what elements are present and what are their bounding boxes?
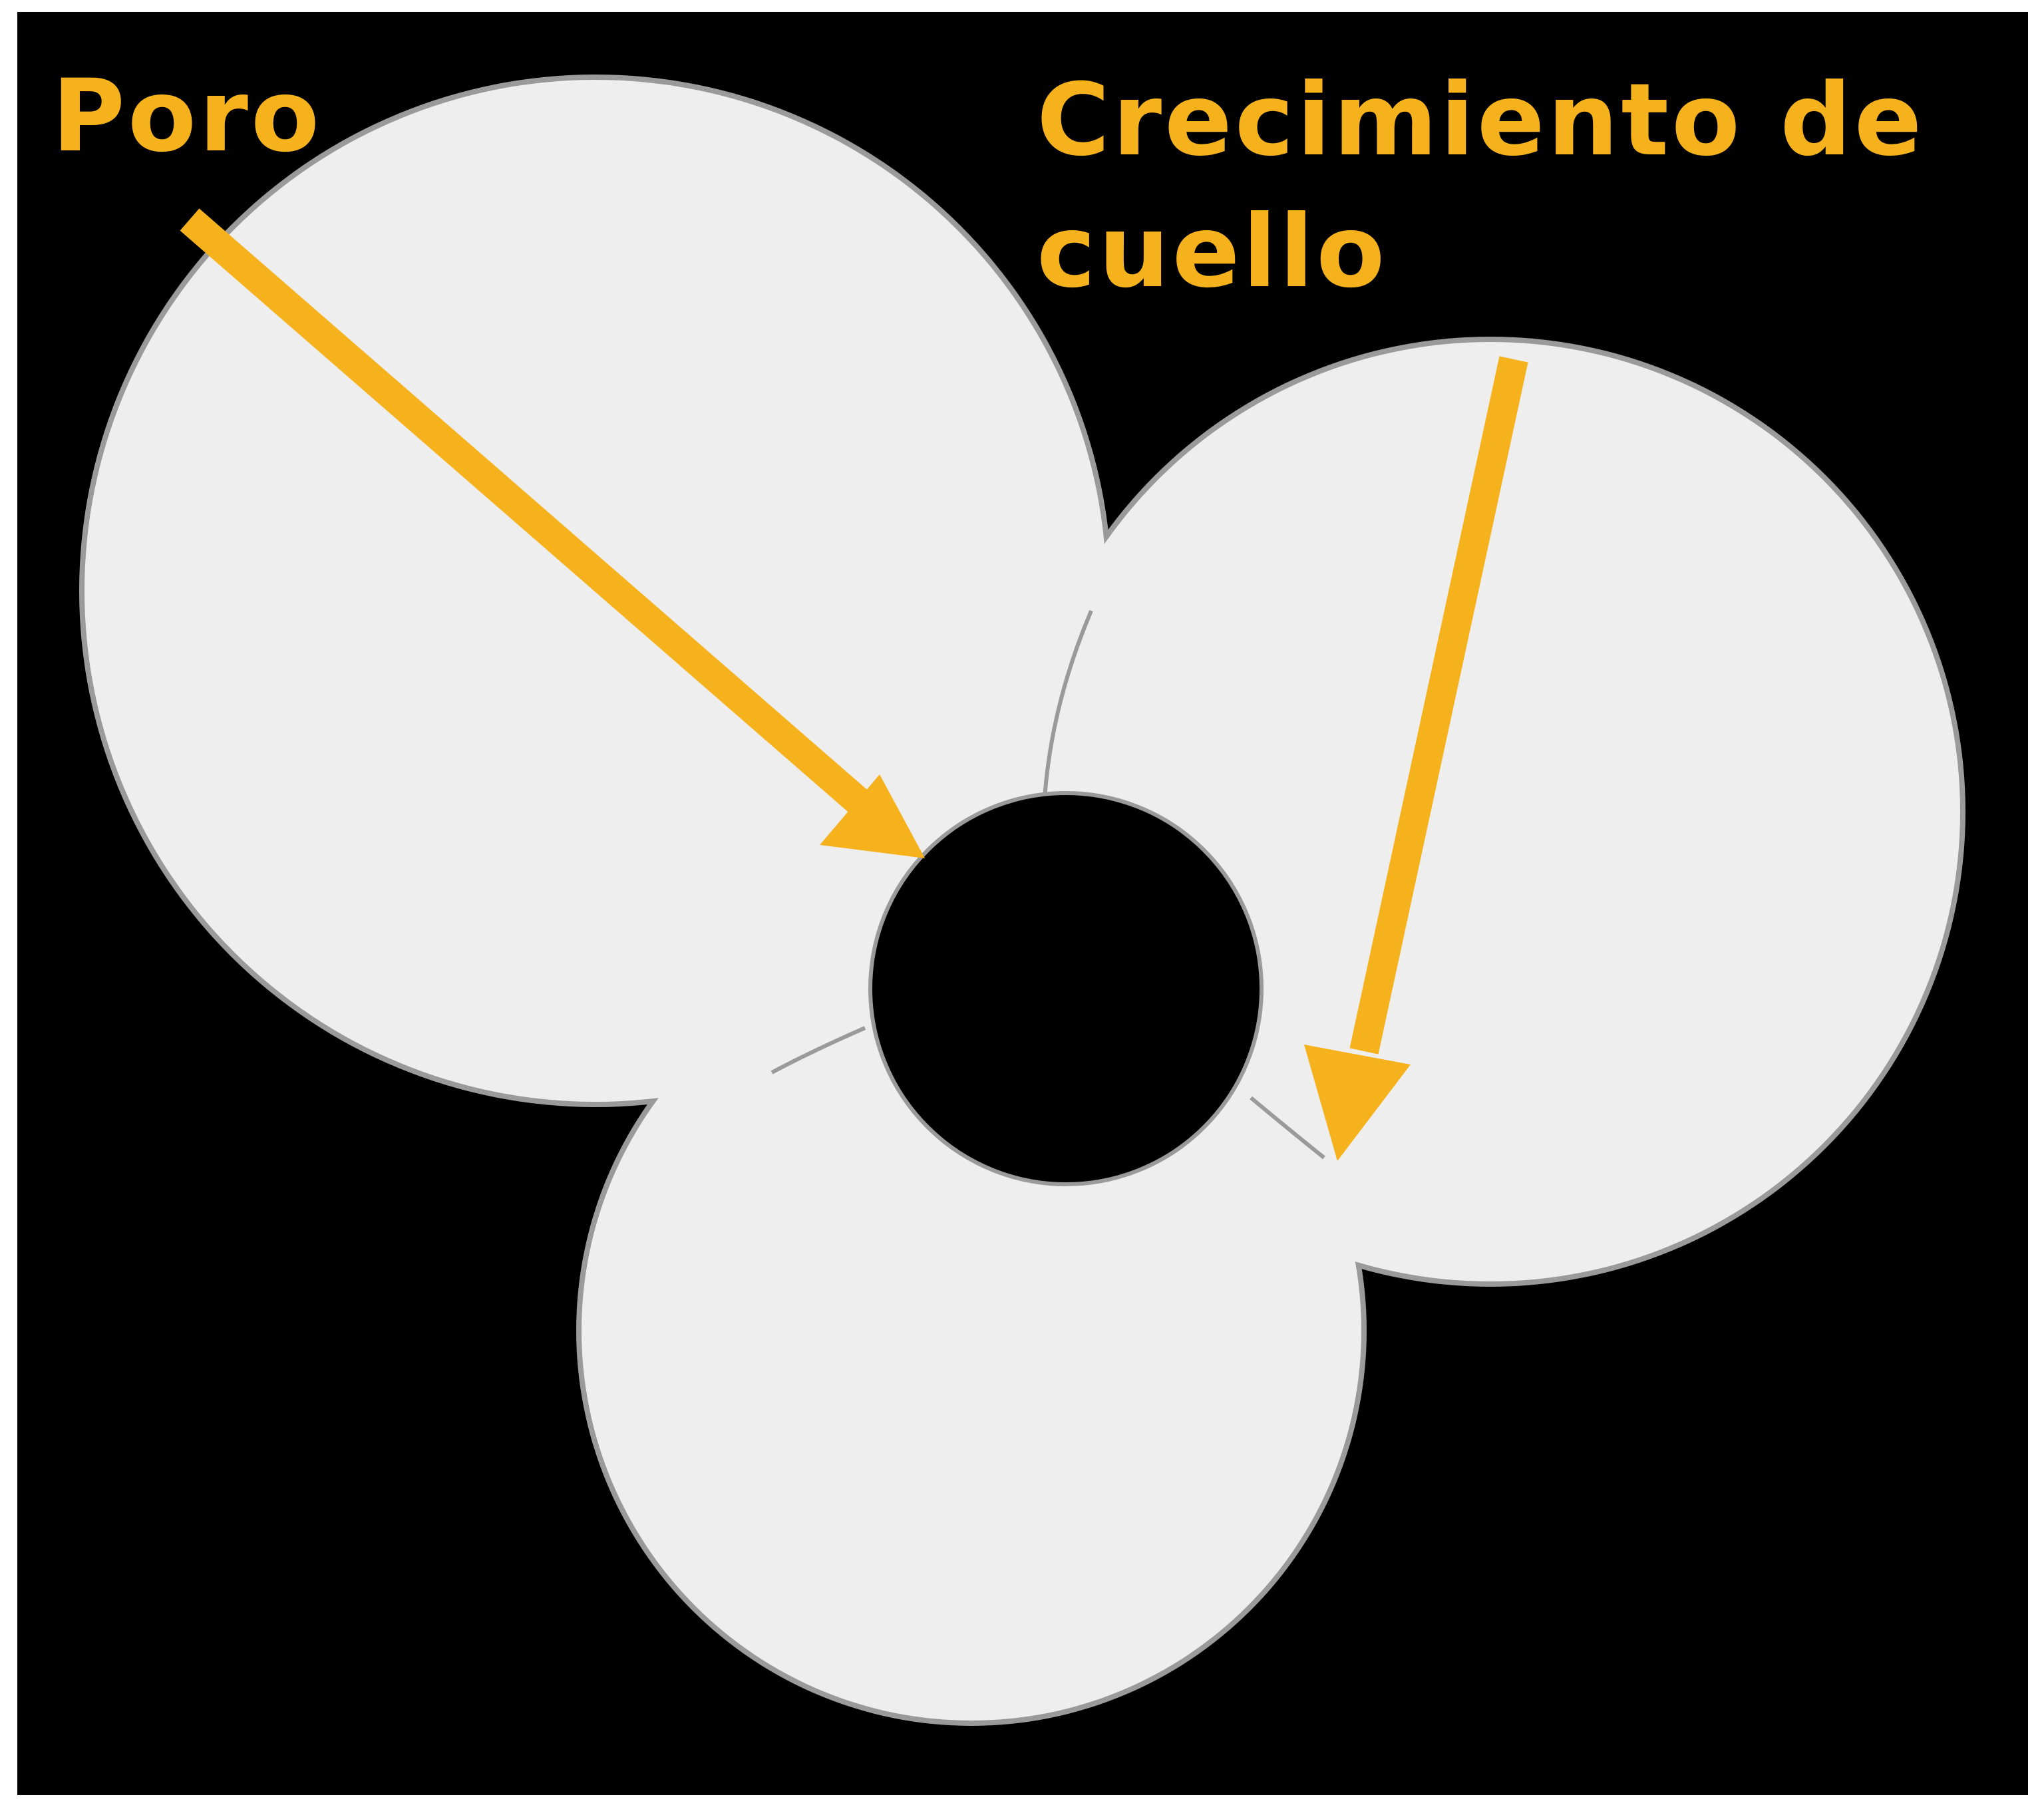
neck-arrow-shaft bbox=[1349, 356, 1528, 1055]
pore-label: Poro bbox=[52, 59, 322, 174]
neck-growth-label-line2: cuello bbox=[1037, 194, 1387, 310]
neck-lower-right bbox=[1224, 1038, 1337, 1158]
arrow-down-right-icon bbox=[820, 774, 925, 858]
pore bbox=[868, 791, 1264, 1186]
particle-right bbox=[1021, 342, 1960, 1281]
neck-growth-label-line1: Crecimiento de bbox=[1037, 63, 1924, 178]
boundary-left-right bbox=[1043, 609, 1093, 799]
pore-arrow bbox=[180, 208, 925, 858]
boundary-right-bottom bbox=[1250, 1096, 1325, 1160]
arrow-down-icon bbox=[1304, 1045, 1411, 1161]
neck-upper bbox=[932, 506, 1124, 832]
grain-boundaries bbox=[770, 609, 1325, 1160]
boundary-left-bottom bbox=[770, 1026, 866, 1074]
pore-arrow-shaft bbox=[180, 208, 882, 824]
neck-arrow bbox=[1304, 356, 1528, 1161]
